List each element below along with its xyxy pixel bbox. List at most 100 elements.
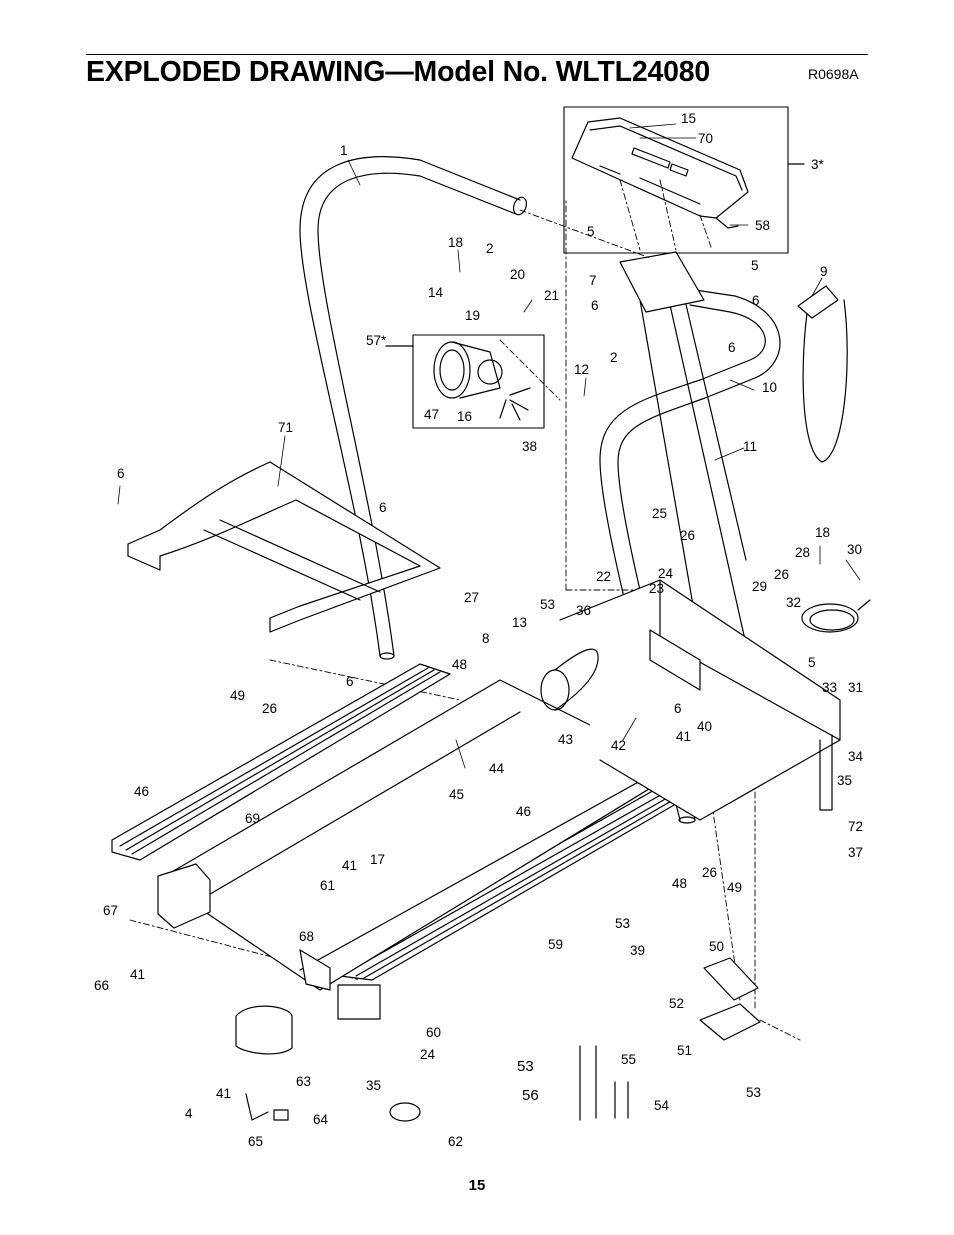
callout-45: 45 bbox=[449, 787, 464, 802]
console-assembly bbox=[563, 106, 805, 254]
callout-44: 44 bbox=[489, 761, 505, 776]
callout-21: 21 bbox=[544, 288, 559, 303]
callout-15: 15 bbox=[681, 111, 696, 126]
callout-5a: 5 bbox=[587, 224, 595, 239]
callout-64: 64 bbox=[313, 1112, 329, 1127]
callout-33: 33 bbox=[822, 680, 837, 695]
callout-17: 17 bbox=[370, 852, 385, 867]
callout-43: 43 bbox=[558, 732, 573, 747]
callout-labels: 1 15 70 3* 58 18 2 20 21 14 19 5 7 5 6 6… bbox=[94, 111, 864, 1149]
callout-7: 7 bbox=[589, 273, 597, 288]
callout-41c: 41 bbox=[130, 967, 145, 982]
callout-53c: 53 bbox=[517, 1058, 534, 1075]
header-rule bbox=[86, 54, 868, 55]
callout-11: 11 bbox=[743, 439, 757, 454]
callout-26c: 26 bbox=[262, 701, 277, 716]
callout-18a: 18 bbox=[448, 235, 463, 250]
controller-board bbox=[699, 957, 761, 1041]
callout-26a: 26 bbox=[680, 528, 695, 543]
callout-14: 14 bbox=[428, 285, 444, 300]
callout-9: 9 bbox=[820, 264, 828, 279]
callout-25: 25 bbox=[652, 506, 667, 521]
callout-31: 31 bbox=[848, 680, 863, 695]
callout-46a: 46 bbox=[134, 784, 149, 799]
callout-71: 71 bbox=[278, 420, 293, 435]
callout-67: 67 bbox=[103, 903, 118, 918]
callout-38: 38 bbox=[522, 439, 537, 454]
callout-24b: 24 bbox=[420, 1047, 436, 1062]
callout-2a: 2 bbox=[486, 241, 494, 256]
callout-32: 32 bbox=[786, 595, 801, 610]
callout-63: 63 bbox=[296, 1074, 311, 1089]
callout-6d: 6 bbox=[117, 466, 125, 481]
callout-46b: 46 bbox=[516, 804, 531, 819]
callout-41a: 41 bbox=[676, 729, 691, 744]
callout-37: 37 bbox=[848, 845, 863, 860]
callout-58: 58 bbox=[755, 218, 770, 233]
callout-69: 69 bbox=[245, 811, 260, 826]
callout-3: 3* bbox=[811, 157, 825, 172]
callout-13: 13 bbox=[512, 615, 527, 630]
left-side-rail bbox=[111, 663, 451, 861]
callout-16: 16 bbox=[457, 409, 472, 424]
callout-8: 8 bbox=[482, 631, 490, 646]
frame bbox=[559, 579, 841, 821]
callout-30: 30 bbox=[847, 542, 862, 557]
callout-6c: 6 bbox=[728, 340, 736, 355]
callout-6a: 6 bbox=[591, 298, 599, 313]
callout-59: 59 bbox=[548, 937, 563, 952]
callout-48a: 48 bbox=[452, 657, 467, 672]
page-title: EXPLODED DRAWING—Model No. WLTL24080 bbox=[86, 56, 711, 88]
grounding-strap bbox=[797, 285, 848, 463]
callout-65: 65 bbox=[248, 1134, 263, 1149]
callout-6e: 6 bbox=[379, 500, 387, 515]
callout-22: 22 bbox=[596, 569, 611, 584]
callout-35a: 35 bbox=[837, 773, 852, 788]
callout-2b: 2 bbox=[610, 350, 618, 365]
callout-54: 54 bbox=[654, 1098, 670, 1113]
callout-42: 42 bbox=[611, 738, 626, 753]
callout-40: 40 bbox=[697, 719, 712, 734]
callout-19: 19 bbox=[465, 308, 480, 323]
callout-20: 20 bbox=[510, 267, 525, 282]
callout-36: 36 bbox=[576, 603, 591, 618]
power-cord bbox=[801, 599, 871, 633]
callout-6g: 6 bbox=[674, 701, 682, 716]
front-roller bbox=[540, 648, 599, 711]
leader-lines bbox=[117, 123, 861, 769]
callout-49a: 49 bbox=[230, 688, 245, 703]
callout-51: 51 bbox=[677, 1043, 692, 1058]
motor-assembly bbox=[385, 334, 545, 429]
callout-41b: 41 bbox=[342, 858, 357, 873]
callout-6f: 6 bbox=[346, 674, 354, 689]
callout-41d: 41 bbox=[216, 1086, 231, 1101]
callout-26d: 26 bbox=[702, 865, 717, 880]
rear-cover bbox=[235, 1005, 293, 1055]
callout-4: 4 bbox=[185, 1106, 193, 1121]
callout-53a: 53 bbox=[540, 597, 555, 612]
callout-6b: 6 bbox=[752, 293, 760, 308]
callout-49b: 49 bbox=[727, 880, 742, 895]
callout-5b: 5 bbox=[751, 258, 759, 273]
callout-10: 10 bbox=[762, 380, 777, 395]
callout-24a: 24 bbox=[658, 566, 674, 581]
callout-56: 56 bbox=[522, 1087, 539, 1104]
callout-66: 66 bbox=[94, 978, 109, 993]
callout-72: 72 bbox=[848, 819, 863, 834]
callout-28: 28 bbox=[795, 545, 810, 560]
left-upright bbox=[299, 156, 528, 660]
callout-52: 52 bbox=[669, 996, 684, 1011]
page-number: 15 bbox=[468, 1177, 486, 1194]
callout-57: 57* bbox=[366, 333, 387, 348]
callout-70: 70 bbox=[698, 131, 713, 146]
callout-23: 23 bbox=[649, 581, 664, 596]
callout-68: 68 bbox=[299, 929, 314, 944]
callout-62: 62 bbox=[448, 1134, 463, 1149]
callout-47: 47 bbox=[424, 407, 439, 422]
callout-48b: 48 bbox=[672, 876, 687, 891]
callout-27: 27 bbox=[464, 590, 479, 605]
callout-34: 34 bbox=[848, 749, 864, 764]
callout-61: 61 bbox=[320, 878, 335, 893]
callout-5c: 5 bbox=[808, 655, 816, 670]
